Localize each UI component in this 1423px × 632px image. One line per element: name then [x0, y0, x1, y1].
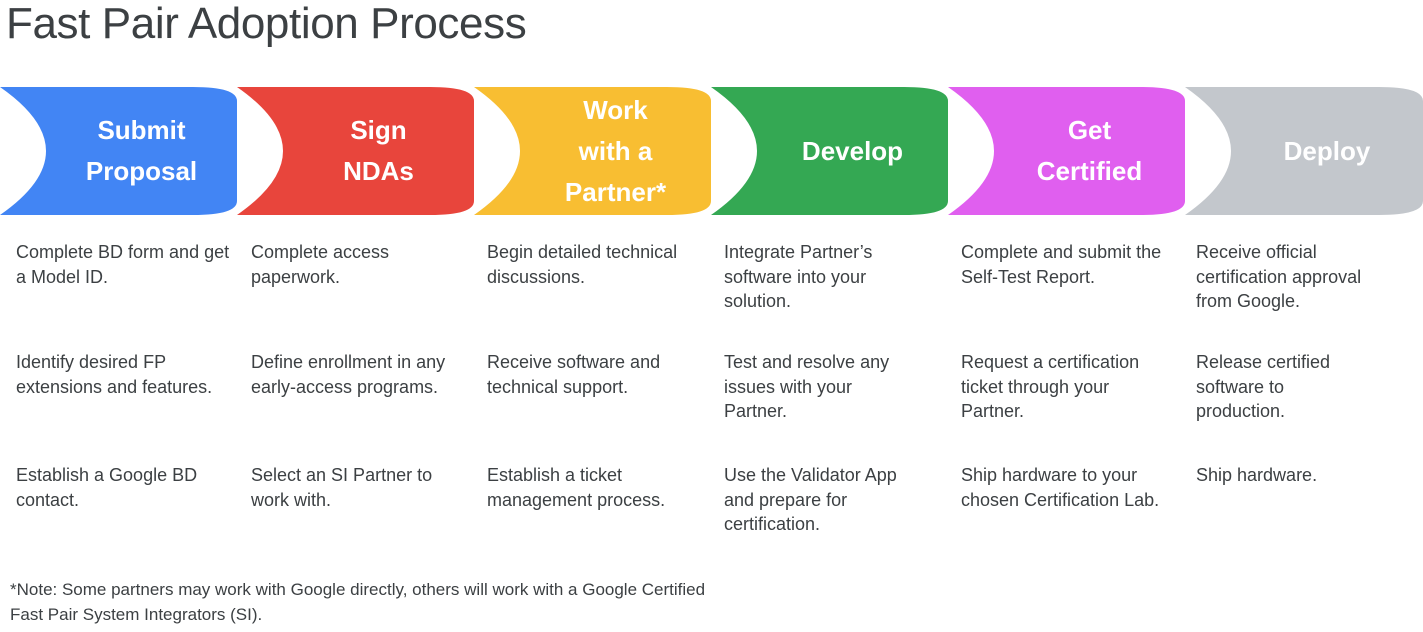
bullet-item: Release certified software to production…: [1196, 352, 1331, 421]
bullet-item: Establish a ticket management process.: [487, 465, 666, 510]
process-chevron-band: Submit Proposal Sign NDAs Work with a Pa…: [0, 87, 1423, 215]
bullet-item: Request a certification ticket through y…: [961, 352, 1140, 421]
bullet-item: Complete and submit the Self-Test Report…: [961, 242, 1162, 287]
bullet-item: Use the Validator App and prepare for ce…: [724, 465, 897, 534]
chevron-path-3: [474, 87, 711, 215]
bullet-row-3: Establish a Google BD contact. Select an…: [0, 463, 1423, 568]
chevron-stage-submit-proposal[interactable]: [0, 87, 237, 215]
footnote-note: *Note: Some partners may work with Googl…: [10, 580, 706, 624]
bullet-item: Complete BD form and get a Model ID.: [16, 242, 230, 287]
chevron-path-4: [711, 87, 948, 215]
chevron-shape-icon: [711, 87, 948, 215]
bullet-item: Establish a Google BD contact.: [16, 465, 198, 510]
chevron-path-6: [1185, 87, 1423, 215]
chevron-stage-work-with-a-partner[interactable]: [474, 87, 711, 215]
chevron-path-1: [0, 87, 237, 215]
bullet-item: Ship hardware to your chosen Certificati…: [961, 465, 1160, 510]
bullet-row-2: Identify desired FP extensions and featu…: [0, 350, 1423, 463]
bullet-item: Select an SI Partner to work with.: [251, 465, 433, 510]
bullet-item: Integrate Partner’s software into your s…: [724, 242, 873, 311]
bullet-item: Begin detailed technical discussions.: [487, 242, 678, 287]
bullet-item: Receive official certification approval …: [1196, 242, 1362, 311]
page-title: Fast Pair Adoption Process: [6, 0, 527, 48]
chevron-shape-icon: [1185, 87, 1423, 215]
bullet-row-1: Complete BD form and get a Model ID. Com…: [0, 240, 1423, 350]
chevron-shape-icon: [0, 87, 237, 215]
chevron-shape-icon: [474, 87, 711, 215]
chevron-stage-get-certified[interactable]: [948, 87, 1185, 215]
stage-details-grid: Complete BD form and get a Model ID. Com…: [0, 240, 1423, 568]
chevron-shape-icon: [237, 87, 474, 215]
chevron-path-2: [237, 87, 474, 215]
bullet-item: Identify desired FP extensions and featu…: [16, 352, 213, 397]
chevron-shape-icon: [948, 87, 1185, 215]
chevron-stage-deploy[interactable]: [1185, 87, 1423, 215]
bullet-item: Test and resolve any issues with your Pa…: [724, 352, 890, 421]
chevron-path-5: [948, 87, 1185, 215]
bullet-item: Receive software and technical support.: [487, 352, 661, 397]
chevron-stage-sign-ndas[interactable]: [237, 87, 474, 215]
bullet-item: Ship hardware.: [1196, 465, 1318, 485]
chevron-stage-develop[interactable]: [711, 87, 948, 215]
bullet-item: Define enrollment in any early-access pr…: [251, 352, 446, 397]
bullet-item: Complete access paperwork.: [251, 242, 390, 287]
